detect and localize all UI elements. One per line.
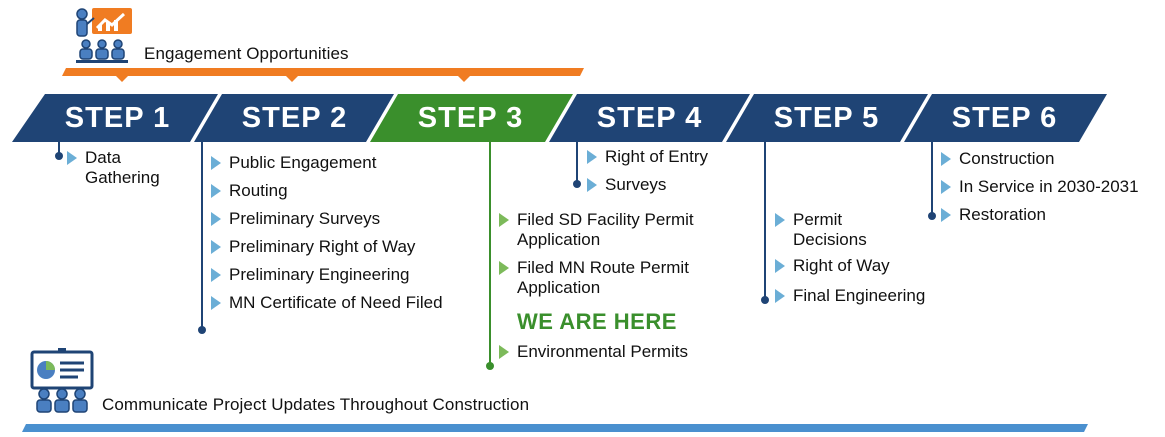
bullet-arrow-icon [499,345,509,359]
communicate-bar [22,419,1088,432]
step-2-item: Preliminary Engineering [211,265,409,285]
bullet-arrow-icon [941,180,951,194]
step-1-connector [58,142,60,156]
step-6-item: Construction [941,149,1054,169]
step-4-shape [549,94,750,142]
bullet-arrow-icon [211,240,221,254]
step-2-item: Preliminary Surveys [211,209,380,229]
step-3-shape [370,94,573,142]
step-3-item: Filed MN Route Permit Application [499,258,737,298]
step-2-item: Routing [211,181,288,201]
communicate-label: Communicate Project Updates Throughout C… [102,395,530,414]
step-2-item: Preliminary Right of Way [211,237,415,257]
bullet-arrow-icon [941,208,951,222]
step-5-item: Permit Decisions [775,210,903,250]
step-2-dot [198,326,206,334]
step-6-label: STEP 6 [951,102,1058,134]
bullet-arrow-icon [499,261,509,275]
step-4-connector [576,142,578,184]
step-band [12,94,1107,142]
bullet-arrow-icon [67,151,77,165]
step-3-connector [489,142,491,364]
step-6-connector [931,142,933,216]
engagement-bar [62,68,584,82]
step-6-dot [928,212,936,220]
bullet-arrow-icon [211,268,221,282]
step-3-label: STEP 3 [417,102,524,134]
engagement-icon [72,6,136,64]
bullet-arrow-icon [775,259,785,273]
bullet-arrow-icon [211,296,221,310]
step-5-item: Right of Way [775,256,890,276]
step-3-item: Environmental Permits [499,342,747,362]
step-1-label: STEP 1 [64,102,171,134]
bullet-arrow-icon [499,213,509,227]
we-are-here-marker: WE ARE HERE [517,309,677,334]
step-2-item: MN Certificate of Need Filed [211,293,443,313]
bullet-arrow-icon [211,212,221,226]
bullet-arrow-icon [775,289,785,303]
bullet-arrow-icon [587,150,597,164]
step-1-item: Data Gathering [67,148,195,188]
step-4-label: STEP 4 [596,102,703,134]
bullet-arrow-icon [211,156,221,170]
step-3-item: Filed SD Facility Permit Application [499,210,737,250]
step-5-shape [726,94,928,142]
bullet-arrow-icon [211,184,221,198]
step-5-connector [764,142,766,300]
step-5-label: STEP 5 [773,102,880,134]
step-6-shape [904,94,1107,142]
step-5-item: Final Engineering [775,286,925,306]
step-6-item: In Service in 2030-2031 [941,177,1139,197]
step-4-item: Right of Entry [587,147,708,167]
bullet-arrow-icon [775,213,785,227]
bullet-arrow-icon [941,152,951,166]
step-2-item: Public Engagement [211,153,376,173]
step-3-dot [486,362,494,370]
step-6-item: Restoration [941,205,1046,225]
step-1-dot [55,152,63,160]
step-4-dot [573,180,581,188]
engagement-label: Engagement Opportunities [144,44,349,63]
step-2-label: STEP 2 [241,102,348,134]
step-1-shape [12,94,218,142]
step-2-connector [201,142,203,330]
bullet-arrow-icon [587,178,597,192]
step-4-item: Surveys [587,175,666,195]
communicate-icon [28,348,96,414]
step-5-dot [761,296,769,304]
step-2-shape [194,94,394,142]
